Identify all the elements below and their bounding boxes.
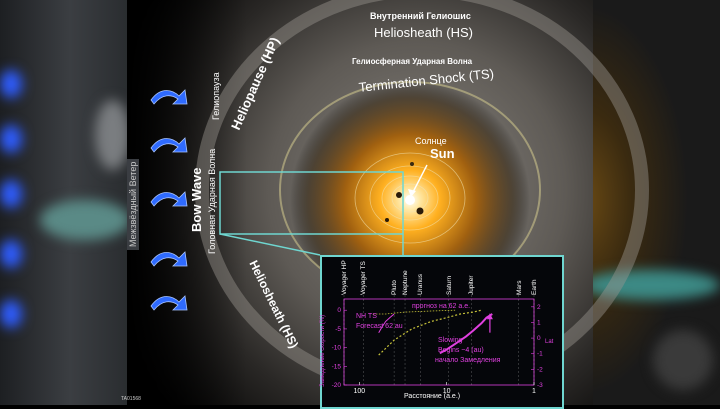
x-axis-label: Расстояние (а.е.): [404, 393, 461, 400]
planet: [416, 207, 424, 215]
blurred-arrow-icon: [0, 180, 22, 208]
x-tick-label: 100: [354, 388, 366, 395]
blurred-arrow-icon: [0, 70, 22, 98]
wind-arrows: [150, 89, 188, 311]
blurred-cyan-glow: [583, 270, 720, 300]
y2-axis-label: Lat: [545, 339, 554, 345]
planet-marker-label: Jupiter: [468, 275, 476, 295]
zoom-connector-line: [219, 233, 321, 256]
blurred-arrow-icon: [0, 240, 22, 268]
planet-marker-label: Voyager HP: [341, 260, 348, 295]
forecast-en-annotation: Forecast 62 au: [356, 323, 403, 330]
forecast-curve: [378, 309, 482, 356]
sun-ru-label: Солнце: [415, 136, 447, 146]
sun-pointer-line: [411, 164, 428, 195]
bow-wave-ru-label: Головная Ударная Волна: [207, 148, 217, 254]
y2-tick-label: -1: [537, 351, 543, 358]
y2-tick-label: 1: [537, 319, 541, 326]
y-tick-label: -15: [332, 363, 342, 370]
forecast-ru-annotation: прогноз на 62 а.е.: [412, 303, 471, 310]
wind-arrow-icon: [150, 251, 188, 267]
orbit: [391, 183, 429, 213]
termination-shock-ru-label: Гелиосферная Ударная Волна: [352, 57, 473, 66]
x-tick-label: 1: [532, 388, 536, 395]
planet: [396, 192, 402, 198]
y-axis-label: Замедление скорости (%): [320, 314, 326, 387]
interstellar-wind-ru-label: Межзвёздный Ветер: [127, 158, 139, 250]
blurred-arrow-icon: [0, 300, 22, 328]
heliosphere-main-panel: Внутренний Гелиошис Heliosheath (HS) Гел…: [121, 0, 649, 405]
wind-arrow-icon: [150, 89, 188, 105]
wind-arrow-icon: [150, 191, 188, 207]
blurred-shadow: [653, 330, 713, 390]
outer-orbit: [354, 152, 466, 244]
y-tick-label: -20: [332, 382, 342, 389]
wind-arrow-icon: [150, 295, 188, 311]
orbit: [369, 165, 451, 231]
planet: [385, 218, 389, 222]
blurred-arrow-icon: [0, 125, 22, 153]
y-tick-label: -10: [332, 345, 342, 352]
blurred-cyan-glow: [40, 200, 130, 240]
y2-tick-label: -2: [537, 366, 543, 373]
bow-wave-label: Bow Wave: [189, 167, 204, 232]
planet-marker-label: Voyager TS: [360, 261, 368, 295]
planet: [410, 162, 414, 166]
chart-background: [322, 257, 558, 403]
nh-ts-annotation: NH TS: [356, 313, 377, 320]
begins-ru-annotation: начало Замедления: [435, 357, 501, 364]
sun-core: [405, 195, 415, 205]
planet-marker-label: Uranus: [417, 274, 425, 295]
blurred-stripe: [95, 100, 130, 170]
image-id-label: TA01568: [121, 396, 141, 402]
slowing-curve: [439, 313, 493, 355]
sun-pointer-arrowhead: [408, 189, 416, 197]
wind-arrow-icon: [150, 137, 188, 153]
slowing-annotation: Slowing: [438, 337, 463, 344]
heliosheath-top-label: Heliosheath (HS): [374, 25, 473, 40]
y2-tick-label: 0: [537, 335, 541, 342]
planet-marker-label: Pluto: [391, 280, 399, 295]
planet-marker-label: Saturn: [445, 275, 453, 295]
y-tick-label: -5: [335, 326, 341, 333]
begins-annotation: Begins ~4 (au): [438, 347, 484, 354]
y-tick-label: 0: [337, 307, 341, 314]
inner-heliosheath-ru-label: Внутренний Гелиошис: [370, 11, 471, 21]
zoom-region-box: [219, 171, 404, 235]
planet-marker-label: Neptune: [402, 270, 410, 295]
orbit: [381, 175, 439, 221]
heliopause-ru-label: Гелиопауза: [211, 72, 221, 120]
dark-edge: [127, 0, 247, 405]
slowing-arrowhead-icon: [486, 313, 493, 320]
x-tick-label: 10: [443, 388, 451, 395]
latitude-curve: [372, 309, 456, 315]
nh-ts-curve: [378, 313, 395, 333]
planet-marker-label: Earth: [531, 279, 538, 295]
y2-tick-label: 2: [537, 304, 541, 311]
sun-label: Sun: [430, 146, 455, 161]
planet-marker-label: Mars: [515, 280, 523, 295]
plot-frame: [343, 298, 535, 386]
left-blur-panel: [0, 0, 130, 405]
y2-tick-label: -3: [537, 382, 543, 389]
right-blur-panel: [583, 0, 720, 405]
